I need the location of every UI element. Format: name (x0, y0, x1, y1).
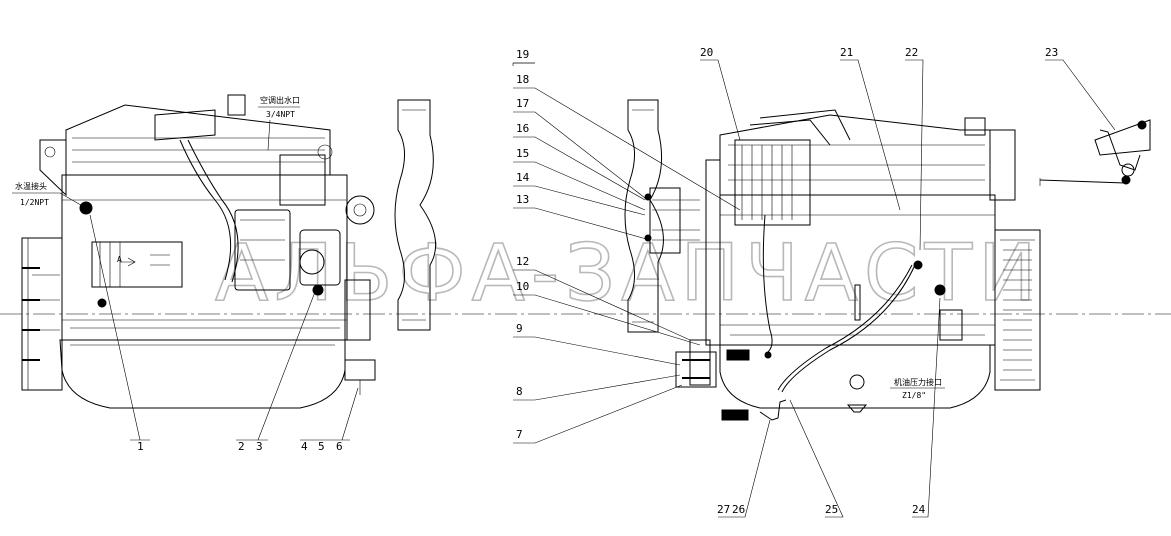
callout-4: 4 (301, 440, 308, 453)
callout-22: 22 (905, 46, 918, 59)
ac-outlet-thread: 3/4NPT (266, 110, 295, 119)
vibration-damper (675, 351, 717, 388)
callout-2: 2 (238, 440, 245, 453)
oil-pressure-port-fitting (934, 284, 946, 296)
fuel-injection-pump (734, 139, 811, 226)
callout-20: 20 (700, 46, 713, 59)
callout-26: 26 (732, 503, 745, 516)
callout-24: 24 (912, 503, 926, 516)
note-oil-pressure-port: 机油压力接口 Z1/8" (890, 377, 945, 400)
left-engine-view: A (21, 94, 376, 409)
flywheel-housing (21, 237, 63, 391)
crank-pulley (345, 195, 375, 225)
callout-21: 21 (840, 46, 853, 59)
oil-pressure-port-thread: Z1/8" (902, 391, 926, 400)
callout-23: 23 (1045, 46, 1058, 59)
ac-outlet-label: 空调出水口 (260, 95, 300, 105)
connector-block (726, 349, 750, 361)
callout-27: 27 (717, 503, 730, 516)
callout-1: 1 (137, 440, 144, 453)
engine-mount (344, 359, 376, 381)
oil-pan (59, 339, 346, 409)
callout-3: 3 (256, 440, 263, 453)
callout-8: 8 (516, 385, 523, 398)
oil-pan-right (719, 344, 991, 409)
callout-12: 12 (516, 255, 529, 268)
callout-19: 19 (516, 48, 529, 61)
oil-filter (234, 209, 291, 291)
water-joint-label: 水温接头 (15, 181, 47, 191)
fan-left (394, 99, 437, 331)
oil-pressure-port-label: 机油压力接口 (894, 377, 942, 387)
callout-25: 25 (825, 503, 838, 516)
fan-hub (649, 187, 681, 254)
callout-7: 7 (516, 428, 523, 441)
callout-15: 15 (516, 147, 529, 160)
connector-block-lower (721, 409, 749, 421)
callout-13: 13 (516, 193, 529, 206)
damper (689, 339, 711, 386)
watermark-text: АЛЬФА-ЗАПЧАСТИ (215, 229, 1042, 319)
callout-14: 14 (516, 171, 530, 184)
callout-16: 16 (516, 122, 529, 135)
callout-5: 5 (318, 440, 325, 453)
water-joint-thread: 1/2NPT (20, 198, 49, 207)
arrow-label: A (117, 255, 122, 264)
left-callouts: 1 2 3 4 5 6 (89, 214, 359, 453)
throttle-linkage (1039, 119, 1151, 186)
callout-9: 9 (516, 322, 523, 335)
right-callouts: 19 18 17 16 15 14 13 12 10 9 8 7 20 21 2… (512, 46, 1116, 518)
callout-10: 10 (516, 280, 529, 293)
note-ac-outlet: 空调出水口 3/4NPT (258, 95, 300, 151)
right-engine-view (675, 109, 1041, 421)
callout-18: 18 (516, 73, 529, 86)
callout-17: 17 (516, 97, 529, 110)
note-water-joint: 水温接头 1/2NPT (12, 181, 87, 209)
starter-motor (91, 241, 183, 288)
callout-6: 6 (336, 440, 343, 453)
flywheel-housing-right (994, 229, 1041, 391)
